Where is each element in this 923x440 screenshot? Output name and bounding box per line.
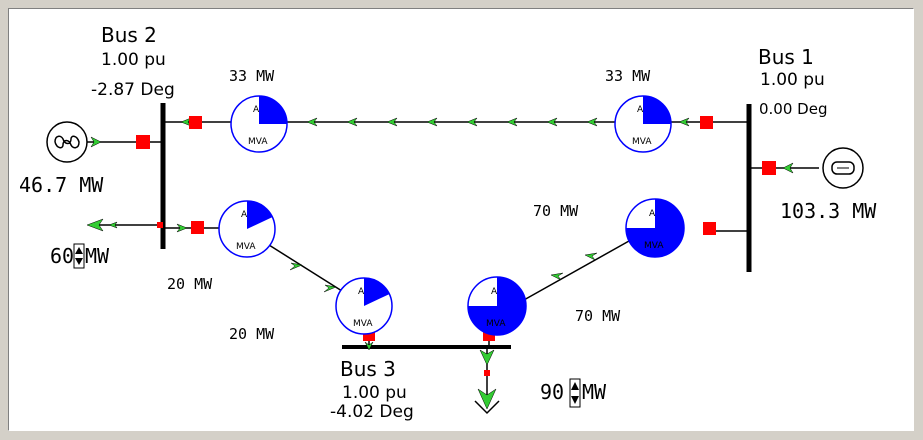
pie-line12-bus1[interactable]: A MVA xyxy=(614,95,672,153)
pie-line13-bus1-unit-label: MVA xyxy=(644,241,664,251)
pie-line13-bus1-slice xyxy=(626,199,684,257)
breaker-line13-bus1[interactable] xyxy=(703,222,716,235)
pie-line13-bus3-current-label: A xyxy=(491,287,498,297)
pie-line23-bus2-current-label: A xyxy=(241,210,248,220)
flow-label-line13-bus1: 70 MW xyxy=(533,202,579,220)
flow-label-line12-bus2: 33 MW xyxy=(229,67,275,85)
flow-label-line13-bus3: 70 MW xyxy=(575,307,621,325)
flow-label-line12-bus1: 33 MW xyxy=(605,67,651,85)
bus3-angle: -4.02 Deg xyxy=(330,402,414,422)
pie-line23-bus3-slice xyxy=(364,278,390,306)
load-bus2-value: 60 xyxy=(50,244,74,268)
pie-line23-bus2[interactable]: A MVA xyxy=(218,200,276,258)
breaker-line13-bus3[interactable] xyxy=(483,332,495,341)
pie-line12-bus1-slice xyxy=(643,96,671,124)
pie-line13-bus1-current-label: A xyxy=(649,209,656,219)
generator-icon xyxy=(46,121,88,163)
load-bus2[interactable] xyxy=(86,218,163,232)
bus2-name: Bus 2 xyxy=(101,23,157,47)
gen-flow-arrow xyxy=(782,162,794,174)
pie-line12-bus1-unit-label: MVA xyxy=(632,137,652,147)
pie-line12-bus2-unit-label: MVA xyxy=(248,137,268,147)
bus2-voltage: 1.00 pu xyxy=(101,50,166,70)
breaker-load-bus3[interactable] xyxy=(484,370,490,376)
pie-line12-bus2[interactable]: A MVA xyxy=(230,95,288,153)
pie-line13-bus3[interactable]: A MVA xyxy=(467,276,527,336)
spinner-icon[interactable] xyxy=(73,243,85,269)
oneline-svg: A MVA A MVA A MVA A MVA A MVA A MVA Bus 2 1.00 pu -… xyxy=(19,23,877,422)
pie-line13-bus1[interactable]: A MVA xyxy=(625,198,685,258)
pie-line13-bus3-unit-label: MVA xyxy=(486,319,506,329)
bus1-angle: 0.00 Deg xyxy=(759,100,827,118)
line-loading-pies: A MVA A MVA A MVA A MVA A MVA A MVA xyxy=(218,95,685,336)
bus2-angle: -2.87 Deg xyxy=(91,80,175,100)
pie-line12-bus1-current-label: A xyxy=(637,105,644,115)
load-bus3-control[interactable]: 90 MW xyxy=(540,378,607,408)
pie-line23-bus3-current-label: A xyxy=(358,287,365,297)
bus3-voltage: 1.00 pu xyxy=(342,383,407,403)
flow-arrows-line-2-3 xyxy=(176,223,374,351)
pie-line23-bus3[interactable]: A MVA xyxy=(335,277,393,335)
flow-arrows-line-1-3 xyxy=(550,252,598,281)
load-arrow-icon xyxy=(477,388,497,410)
pie-line23-bus2-slice xyxy=(247,201,273,229)
load-bus3-unit: MW xyxy=(582,380,607,404)
generator-bus2[interactable] xyxy=(46,121,163,163)
breaker-line12-bus2[interactable] xyxy=(189,116,202,129)
breaker-line12-bus1[interactable] xyxy=(700,116,713,129)
gen-flow-arrow xyxy=(90,136,102,148)
bus1-name: Bus 1 xyxy=(758,45,814,69)
pie-line12-bus2-current-label: A xyxy=(253,105,260,115)
breaker-load-bus2[interactable] xyxy=(157,222,163,228)
gen-bus1-output: 103.3 MW xyxy=(780,199,877,223)
load-bus3-value: 90 xyxy=(540,380,564,404)
breaker-line23-bus2[interactable] xyxy=(191,221,204,234)
oneline-diagram: A MVA A MVA A MVA A MVA A MVA A MVA Bus 2 1.00 pu -… xyxy=(8,8,914,431)
pie-line23-bus3-unit-label: MVA xyxy=(353,319,373,329)
gen-bus2-output: 46.7 MW xyxy=(19,173,104,197)
breaker-gen-bus2[interactable] xyxy=(136,135,150,149)
generator-bus1[interactable] xyxy=(749,147,864,189)
bus1-voltage: 1.00 pu xyxy=(760,70,825,90)
line-1-3[interactable] xyxy=(488,230,749,347)
flow-arrows-line-1-2 xyxy=(180,117,690,127)
load-arrow-icon xyxy=(86,218,104,232)
breaker-line23-bus3[interactable] xyxy=(363,332,375,341)
flow-label-line23-bus2: 20 MW xyxy=(167,275,213,293)
load-bus2-control[interactable]: 60 MW xyxy=(50,243,110,269)
spinner-icon[interactable] xyxy=(569,378,581,408)
load-bus3[interactable] xyxy=(474,347,500,415)
load-bus2-unit: MW xyxy=(85,244,110,268)
pie-line13-bus3-slice xyxy=(468,277,526,335)
flow-label-line23-bus3: 20 MW xyxy=(229,325,275,343)
pie-line12-bus2-slice xyxy=(259,96,287,124)
pie-line23-bus2-unit-label: MVA xyxy=(236,242,256,252)
bus3-name: Bus 3 xyxy=(340,357,396,381)
breaker-gen-bus1[interactable] xyxy=(762,161,776,175)
